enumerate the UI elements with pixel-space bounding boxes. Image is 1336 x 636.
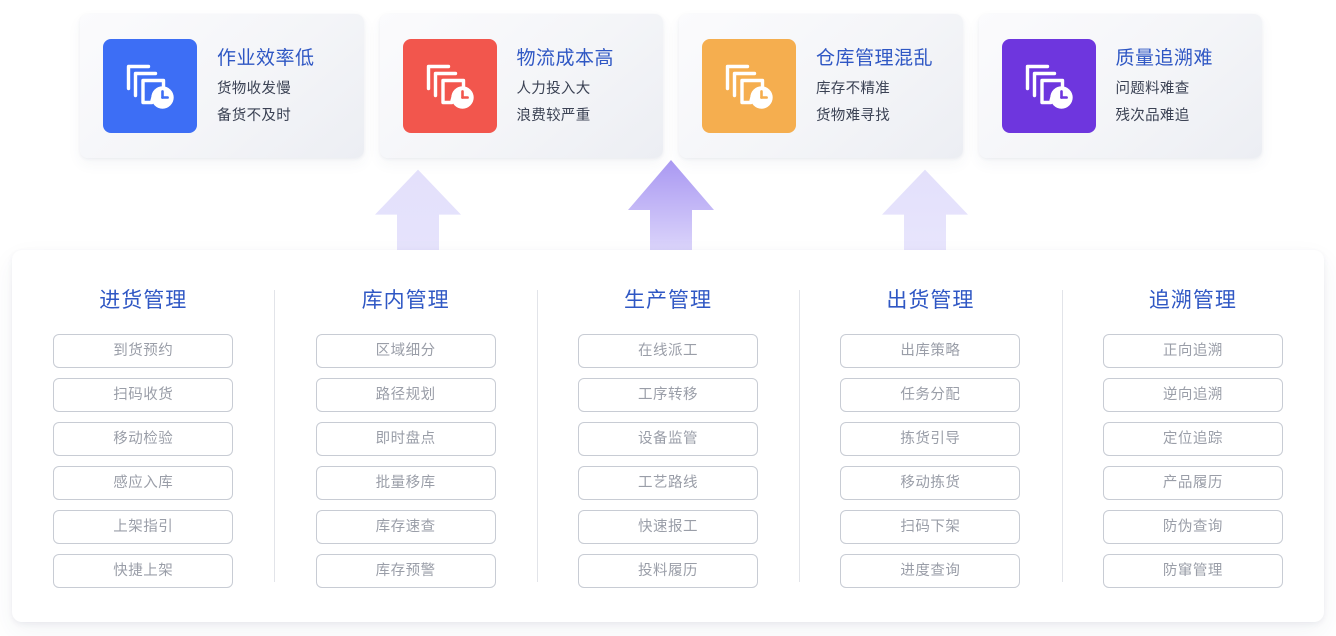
module-item-button[interactable]: 快速报工 <box>578 510 759 544</box>
module-item-button[interactable]: 设备监管 <box>578 422 759 456</box>
arrow-up-center-icon <box>625 156 717 256</box>
problem-card-line: 库存不精准 <box>816 80 890 97</box>
module-column: 库内管理区域细分路径规划即时盘点批量移库库存速查库存预警 <box>274 250 536 622</box>
module-column: 追溯管理正向追溯逆向追溯定位追踪产品履历防伪查询防窜管理 <box>1061 250 1324 622</box>
module-item-button[interactable]: 上架指引 <box>53 510 234 544</box>
module-column-title: 出货管理 <box>886 289 975 312</box>
module-item-button[interactable]: 防窜管理 <box>1102 554 1283 588</box>
module-column-title: 进货管理 <box>99 289 188 312</box>
module-item-button[interactable]: 在线派工 <box>578 334 759 368</box>
problem-card-text: 作业效率低货物收发慢备货不及时 <box>217 49 315 124</box>
module-item-button[interactable]: 出库策略 <box>840 334 1021 368</box>
module-item-button[interactable]: 扫码下架 <box>840 510 1021 544</box>
problem-card-title: 作业效率低 <box>217 47 315 69</box>
problem-card-line: 浪费较严重 <box>516 108 591 124</box>
arrow-up-left-icon <box>372 166 464 256</box>
module-item-button[interactable]: 到货预约 <box>53 334 234 368</box>
module-item-button[interactable]: 定位追踪 <box>1102 422 1283 456</box>
problem-card[interactable]: 仓库管理混乱库存不精准货物难寻找 <box>679 14 963 158</box>
module-item-button[interactable]: 任务分配 <box>840 378 1021 412</box>
module-item-button[interactable]: 移动拣货 <box>840 466 1021 500</box>
module-item-button[interactable]: 库存速查 <box>315 510 496 544</box>
module-item-button[interactable]: 移动检验 <box>53 422 234 456</box>
module-item-button[interactable]: 感应入库 <box>53 466 234 500</box>
module-item-button[interactable]: 库存预警 <box>315 554 496 588</box>
module-item-button[interactable]: 进度查询 <box>840 554 1021 588</box>
modules-panel: 进货管理到货预约扫码收货移动检验感应入库上架指引快捷上架库内管理区域细分路径规划… <box>12 250 1324 622</box>
module-item-button[interactable]: 区域细分 <box>315 334 496 368</box>
problem-card-line: 人力投入大 <box>516 80 591 97</box>
module-column: 出货管理出库策略任务分配拣货引导移动拣货扫码下架进度查询 <box>799 250 1061 622</box>
problem-card-line: 残次品难追 <box>1115 108 1190 124</box>
problem-card[interactable]: 物流成本高人力投入大浪费较严重 <box>379 14 663 158</box>
documents-clock-icon <box>402 39 497 133</box>
problem-card-line: 货物难寻找 <box>816 108 890 124</box>
module-item-button[interactable]: 拣货引导 <box>840 422 1021 456</box>
module-item-button[interactable]: 工艺路线 <box>578 466 759 500</box>
module-item-button[interactable]: 投料履历 <box>578 554 759 588</box>
module-item-button[interactable]: 即时盘点 <box>315 422 496 456</box>
problem-cards-row: 作业效率低货物收发慢备货不及时 物流成本高人力投入大浪费较严重 仓库管理混乱库存不精… <box>80 14 1262 158</box>
module-item-button[interactable]: 批量移库 <box>315 466 496 500</box>
problem-card-text: 质量追溯难问题料难查残次品难追 <box>1116 49 1214 124</box>
problem-card-line: 问题料难查 <box>1115 80 1190 97</box>
module-column-title: 生产管理 <box>624 289 713 312</box>
module-item-button[interactable]: 逆向追溯 <box>1102 378 1283 412</box>
module-item-button[interactable]: 扫码收货 <box>53 378 234 412</box>
module-item-button[interactable]: 正向追溯 <box>1102 334 1283 368</box>
module-item-button[interactable]: 路径规划 <box>315 378 496 412</box>
documents-clock-icon <box>702 39 796 133</box>
module-item-button[interactable]: 快捷上架 <box>53 554 234 588</box>
module-column: 生产管理在线派工工序转移设备监管工艺路线快速报工投料履历 <box>536 250 799 622</box>
module-item-button[interactable]: 产品履历 <box>1102 466 1283 500</box>
module-item-button[interactable]: 工序转移 <box>578 378 759 412</box>
module-item-button[interactable]: 防伪查询 <box>1102 510 1283 544</box>
problem-card-line: 备货不及时 <box>217 108 291 124</box>
module-column-title: 追溯管理 <box>1148 289 1237 312</box>
problem-card-title: 质量追溯难 <box>1115 47 1214 69</box>
problem-card[interactable]: 作业效率低货物收发慢备货不及时 <box>80 14 364 158</box>
module-column: 进货管理到货预约扫码收货移动检验感应入库上架指引快捷上架 <box>12 250 274 622</box>
problem-card-title: 仓库管理混乱 <box>816 47 934 69</box>
arrow-up-right-icon <box>879 166 971 256</box>
problem-card-text: 仓库管理混乱库存不精准货物难寻找 <box>816 49 933 124</box>
documents-clock-icon <box>103 39 197 133</box>
problem-card-line: 货物收发慢 <box>217 80 291 97</box>
documents-clock-icon <box>1001 39 1096 133</box>
module-column-title: 库内管理 <box>361 289 450 312</box>
problem-card-text: 物流成本高人力投入大浪费较严重 <box>517 49 615 124</box>
problem-card-title: 物流成本高 <box>516 47 615 69</box>
problem-card[interactable]: 质量追溯难问题料难查残次品难追 <box>978 14 1262 158</box>
